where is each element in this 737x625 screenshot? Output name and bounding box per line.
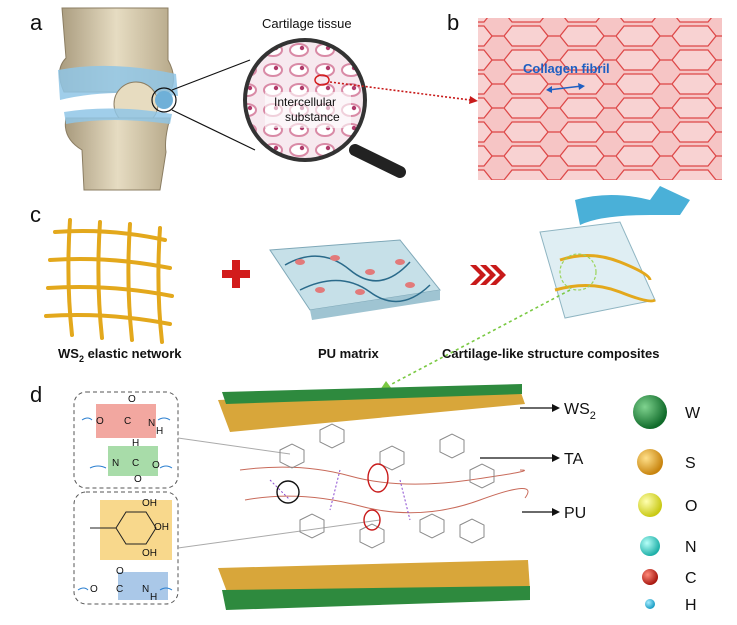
svg-text:C: C — [116, 584, 123, 595]
magnify-source-circle — [151, 87, 177, 113]
svg-text:N: N — [112, 458, 119, 469]
ws2-sheet-top — [218, 384, 525, 432]
legend-swatch-w — [633, 395, 667, 429]
panel-d: d O O C N H H N C O O — [30, 382, 701, 614]
zoom-line-bottom — [171, 109, 256, 151]
svg-text:N: N — [142, 584, 149, 595]
legend-swatch-o — [638, 493, 662, 517]
layer-label-ws2: WS2 — [564, 401, 596, 422]
svg-text:O: O — [128, 394, 136, 405]
svg-text:OH: OH — [154, 522, 169, 533]
legend-label-w: W — [685, 405, 701, 422]
svg-text:OH: OH — [142, 498, 157, 509]
legend-label-s: S — [685, 455, 696, 472]
composite-label: Cartilage-like structure composites — [442, 346, 659, 361]
svg-text:C: C — [124, 416, 131, 427]
panel-b: b Collagen fibril — [447, 10, 722, 180]
dotted-arrow-a-b — [329, 81, 471, 101]
svg-text:O: O — [152, 460, 160, 471]
patella-cartilage — [155, 91, 173, 109]
atom-legend: W S O N C H — [633, 395, 701, 614]
legend-label-n: N — [685, 539, 697, 556]
connector-top — [177, 437, 291, 455]
svg-text:O: O — [116, 566, 124, 577]
legend-label-c: C — [685, 570, 697, 587]
pu-matrix-slab — [269, 239, 441, 320]
panel-b-letter: b — [447, 10, 459, 35]
pu-label: PU matrix — [318, 346, 379, 361]
plus-icon — [222, 260, 250, 288]
panel-a-letter: a — [30, 10, 43, 35]
svg-text:N: N — [148, 418, 155, 429]
svg-text:OH: OH — [142, 548, 157, 559]
chem-box-top: O O C N H H N C O O — [73, 391, 179, 489]
panel-a: a Cartilage tissue Intercellular substan… — [30, 7, 478, 191]
connector-bottom — [177, 519, 381, 549]
legend-swatch-h — [645, 599, 655, 609]
tibia-bone — [64, 117, 171, 191]
highlight-ellipse — [314, 74, 330, 86]
magnifier-title: Cartilage tissue — [262, 16, 352, 31]
panel-d-letter: d — [30, 382, 42, 407]
svg-text:O: O — [134, 474, 142, 485]
chevron-arrow-icon — [470, 265, 506, 285]
svg-text:H: H — [132, 438, 139, 449]
legend-label-h: H — [685, 597, 697, 614]
composite-structure — [539, 186, 690, 319]
ws2-sheet-bottom — [218, 560, 530, 610]
zoom-line-top — [171, 59, 251, 91]
svg-text:O: O — [96, 416, 104, 427]
layer-label-ta: TA — [564, 451, 584, 468]
svg-text:O: O — [90, 584, 98, 595]
magnifier-label-bg — [265, 92, 351, 128]
svg-text:C: C — [132, 458, 139, 469]
legend-swatch-c — [642, 569, 658, 585]
magnifier-label-line2: substance — [285, 110, 340, 124]
fibril-image — [478, 18, 722, 180]
panel-c: c WS2 elastic network — [30, 186, 690, 390]
panel-c-letter: c — [30, 202, 41, 227]
tibia-cartilage — [64, 108, 172, 124]
fibril-arrow — [547, 85, 583, 91]
molecular-network — [239, 423, 529, 549]
fibril-label: Collagen fibril — [523, 61, 610, 76]
chem-box-bottom: OH OH OH O C N H O — [73, 491, 179, 605]
legend-swatch-s — [637, 449, 663, 475]
svg-text:H: H — [150, 592, 157, 603]
ws2-label: WS2 elastic network — [58, 346, 182, 364]
legend-swatch-n — [640, 536, 660, 556]
layer-label-pu: PU — [564, 505, 586, 522]
magnifier-label-line1: Intercellular — [274, 95, 336, 109]
dotted-arrow-head — [469, 96, 478, 104]
svg-text:H: H — [156, 426, 163, 437]
ws2-network-mesh — [44, 218, 174, 344]
dotted-arrow-c-d — [389, 289, 571, 386]
legend-label-o: O — [685, 498, 697, 515]
